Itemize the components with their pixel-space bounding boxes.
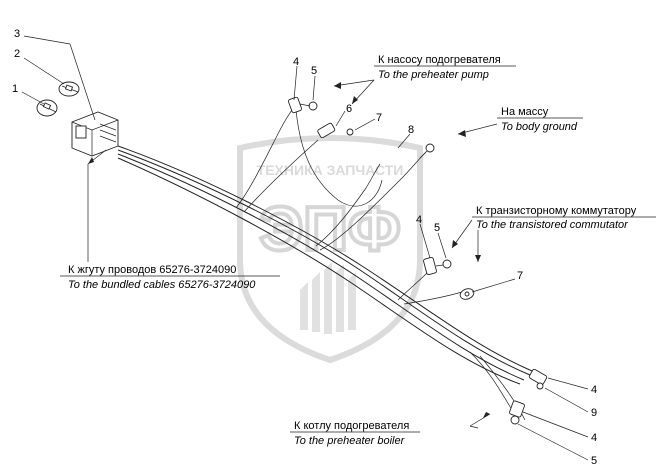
harness-label-ru: К жгуту проводов 65276-3724090 [68,264,236,276]
boiler-label-en: To the preheater boiler [294,435,406,447]
part-number-9: 9 [591,407,597,419]
ground-label-ru: На массу [501,106,549,118]
ground-ring-terminal [419,143,435,159]
part-2-detail [58,81,80,97]
boiler-connectors [509,368,548,425]
part-number-5-commutator: 5 [434,222,440,234]
commutator-connectors [423,256,452,276]
pump-label-en: To the preheater pump [378,69,489,81]
part-1-detail [36,99,58,117]
watermark-banner: ТЕХНИКА ЗАПЧАСТИ [257,162,404,178]
harness-label-en: To the bundled cables 65276-3724090 [68,279,256,291]
commutator-label-en: To the transistored commutator [476,219,629,231]
boiler-label-ru: К котлу подогревателя [294,420,409,432]
part-number-3: 3 [14,28,20,40]
part-number-4-boiler-b: 4 [591,432,597,444]
leader-lines [21,35,589,461]
pump-connectors [288,96,354,139]
part-number-8: 8 [408,124,414,136]
part-number-4-commutator: 4 [416,214,422,226]
part-number-4-pump: 4 [293,56,299,68]
part-number-7-mid: 7 [517,270,523,282]
harness-wires [117,103,533,421]
pump-label-ru: К насосу подогревателя [378,54,501,66]
part-number-6: 6 [346,103,352,115]
part-number-1: 1 [12,83,18,95]
watermark-letters: ЭПФ [259,195,401,264]
part-number-2: 2 [14,48,20,60]
main-connector [71,111,119,157]
callout-arrows [87,79,498,429]
part-number-5-pump: 5 [311,65,317,77]
part-number-7-top: 7 [376,112,382,124]
callout-underlines [60,65,656,433]
commutator-label-ru: К транзисторному коммутатору [476,205,637,217]
part-number-4-boiler-a: 4 [591,384,597,396]
watermark: ТЕХНИКА ЗАПЧАСТИ ЭПФ [237,135,423,364]
watermark-emblem [300,262,356,334]
ring-terminal-7 [459,288,475,300]
ground-label-en: To body ground [501,121,578,133]
part-number-5-boiler: 5 [591,455,597,467]
